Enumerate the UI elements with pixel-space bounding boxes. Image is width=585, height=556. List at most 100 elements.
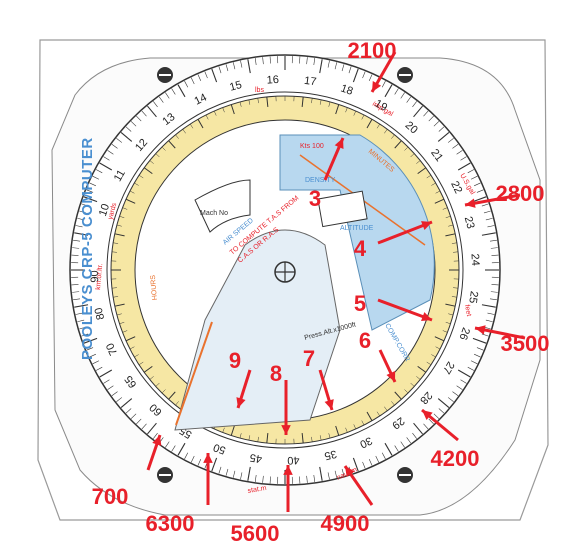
outer-scale-number: 40 (287, 454, 300, 467)
outer-tick (116, 138, 123, 143)
inner-tick (111, 251, 117, 253)
outer-tick (103, 379, 110, 384)
outer-tick (487, 312, 495, 315)
outer-tick (473, 353, 481, 358)
outer-tick (485, 217, 493, 221)
outer-tick (75, 312, 83, 315)
outer-scale-number: 24 (468, 253, 481, 266)
outer-tick (232, 470, 236, 478)
callout-arrow-head (421, 221, 432, 231)
outer-scale-number: 10 (97, 202, 112, 217)
inner-tick (149, 376, 154, 380)
inner-tick (448, 224, 454, 227)
outer-scale-number: 50 (212, 441, 228, 456)
callout-arrow-head (422, 410, 433, 421)
inner-tick (366, 119, 373, 129)
callout-arrow-head (324, 399, 334, 410)
inner-tick (116, 313, 122, 316)
callout-label-7: 7 (303, 346, 315, 371)
outer-tick (254, 58, 257, 66)
outer-tick (125, 126, 132, 132)
outer-tick (89, 182, 97, 187)
inner-tick (345, 427, 348, 433)
outer-tick (428, 418, 434, 425)
outer-tick (423, 110, 429, 117)
outer-tick (73, 298, 81, 301)
screw-bottom-right (397, 467, 413, 483)
outer-scale-number: 30 (358, 434, 374, 450)
inner-tick (416, 160, 421, 164)
outer-scale-number: 22 (448, 179, 464, 195)
inner-tick (410, 382, 415, 387)
outer-scale-number: 25 (466, 290, 480, 304)
outer-tick (375, 455, 380, 463)
outer-tick (481, 333, 489, 337)
callout-arrow-head (386, 371, 396, 382)
inner-tick (119, 215, 125, 219)
blue-window (279, 134, 435, 331)
inner-tick (328, 101, 331, 107)
outer-tick (147, 422, 157, 435)
inner-tick (361, 420, 365, 426)
outer-tick (472, 196, 487, 203)
outer-tick (341, 468, 345, 476)
outer-tick (487, 225, 495, 228)
outer-tick (362, 71, 366, 79)
outer-tick (481, 304, 496, 308)
callout-arrow-head (372, 81, 382, 92)
callout-arrow-head (334, 138, 344, 149)
callout-label-4900: 4900 (321, 511, 370, 536)
outer-tick (460, 379, 467, 384)
outer-scale-number: 65 (123, 373, 140, 390)
outer-tick (485, 319, 493, 323)
inner-tick (431, 182, 436, 186)
inner-tick (230, 425, 235, 436)
inner-tick (129, 346, 135, 350)
inner-tick (113, 296, 119, 298)
outer-tick (197, 74, 202, 82)
outer-tick (120, 132, 133, 142)
outer-scale-number: 26 (456, 326, 471, 342)
outer-scale-number: 80 (93, 306, 107, 321)
outer-tick (483, 210, 491, 214)
outer-tick (177, 84, 186, 98)
outer-scale-number: 15 (228, 79, 243, 94)
outer-tick (381, 80, 386, 88)
outer-tick (428, 115, 434, 122)
inner-tick (114, 303, 125, 307)
callout-arrow-head (465, 198, 476, 208)
outer-scale-number: 18 (339, 83, 354, 98)
inner-tick (353, 110, 357, 116)
outer-tick (204, 71, 208, 79)
inner-tick (451, 242, 457, 244)
inner-tick (335, 104, 340, 115)
inner-tick (445, 321, 451, 325)
outer-tick (400, 92, 405, 99)
outer-tick (136, 418, 142, 425)
outer-tick (423, 423, 429, 430)
inner-tick (353, 424, 357, 430)
outer-tick (73, 239, 81, 242)
outer-tick (86, 347, 94, 351)
inner-tick (453, 287, 459, 289)
inner-tick (366, 411, 373, 421)
inner-tick (190, 123, 194, 129)
outer-tick (476, 189, 484, 193)
outer-tick (75, 225, 83, 228)
inner-tick (445, 303, 456, 307)
outer-tick (83, 337, 98, 344)
outer-scale-number: 17 (303, 75, 317, 89)
outer-tick (319, 59, 323, 74)
inner-tick (319, 99, 322, 105)
inner-tick (410, 153, 415, 158)
outer-tick (437, 132, 450, 142)
inner-tick (230, 104, 235, 115)
outer-tick (95, 169, 103, 174)
outer-tick (177, 442, 186, 456)
outer-scale-number: 70 (104, 341, 120, 357)
label-mach-no: Mach No (200, 210, 228, 217)
outer-scale-number: 16 (266, 74, 279, 87)
outer-scale-number: 29 (390, 414, 407, 431)
outer-tick (153, 432, 158, 439)
